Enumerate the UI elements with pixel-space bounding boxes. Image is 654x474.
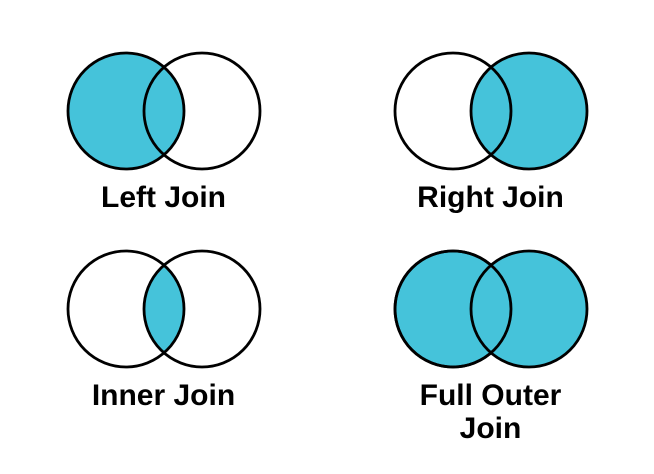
join-diagram-left-join: Left Join xyxy=(0,49,327,247)
join-label-left-join: Left Join xyxy=(101,181,226,214)
venn-diagram-icon-left-join xyxy=(64,49,264,173)
join-diagram-full-outer-join: Full Outer Join xyxy=(327,247,654,473)
join-label-right-join: Right Join xyxy=(417,181,564,214)
join-label-full-outer-join: Full Outer Join xyxy=(419,379,562,445)
join-diagram-inner-join: Inner Join xyxy=(0,247,327,473)
join-label-inner-join: Inner Join xyxy=(91,379,236,412)
venn-circles xyxy=(66,51,261,171)
join-diagram-right-join: Right Join xyxy=(327,49,654,247)
venn-diagram-icon-full-outer-join xyxy=(391,247,591,371)
venn-diagram-icon-right-join xyxy=(391,49,591,173)
venn-circles xyxy=(393,249,588,369)
venn-circles xyxy=(393,51,588,171)
venn-diagram-icon-inner-join xyxy=(64,247,264,371)
venn-circles xyxy=(66,249,261,369)
